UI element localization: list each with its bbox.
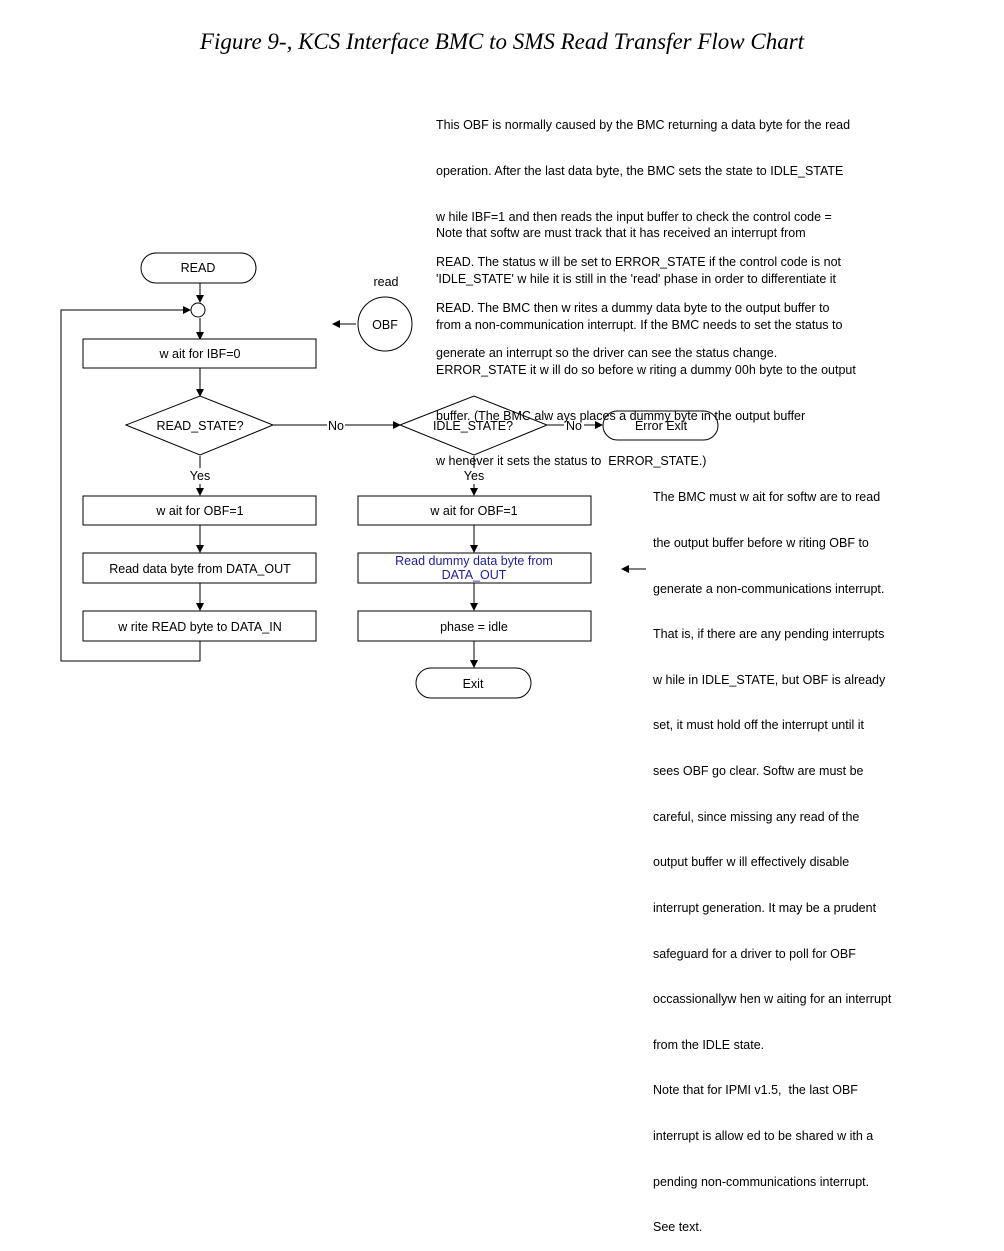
edge-loop-back <box>60 306 201 662</box>
obf-connector <box>357 296 413 352</box>
exit-label: Exit <box>463 677 484 691</box>
read-label: read <box>373 275 398 289</box>
note-line: Note that for IPMI v1.5, the last OBF <box>653 1083 858 1098</box>
note-line: READ. The BMC then w rites a dummy data … <box>436 300 830 315</box>
write-read-label: w rite READ byte to DATA_IN <box>117 620 281 634</box>
idle-state-label: IDLE_STATE? <box>433 419 513 433</box>
note-line: set, it must hold off the interrupt unti… <box>653 718 864 733</box>
note-line: pending non-communications interrupt. <box>653 1174 870 1189</box>
note-line: READ. The status w ill be set to ERROR_S… <box>436 255 842 270</box>
note-obf-cause: This OBF is normally caused by the BMC r… <box>436 88 850 377</box>
note-line: the output buffer before w riting OBF to <box>653 536 869 551</box>
note-line: ERROR_STATE it w ill do so before w riti… <box>436 363 856 378</box>
idle-state-diamond <box>398 395 549 456</box>
note-line: sees OBF go clear. Softw are must be <box>653 764 864 779</box>
read-state-label: READ_STATE? <box>156 419 243 433</box>
note-line: careful, since missing any read of the <box>653 809 860 824</box>
note-line: w henever it sets the status to ERROR_ST… <box>436 454 707 469</box>
wait-ibf-box <box>82 338 317 369</box>
note-software-tracking: Note that softw are must track that it h… <box>436 196 856 485</box>
error-exit-label: Error Exit <box>635 419 688 433</box>
note-line: The BMC must w ait for softw are to read <box>653 490 881 505</box>
read-dummy-box <box>357 552 592 584</box>
wait-obf-left-box <box>82 495 317 526</box>
note-line: This OBF is normally caused by the BMC r… <box>436 118 851 133</box>
figure-title: Figure 9-, KCS Interface BMC to SMS Read… <box>199 29 805 54</box>
note-line: operation. After the last data byte, the… <box>436 164 844 179</box>
start-terminator <box>140 252 257 284</box>
note-line: output buffer w ill effectively disable <box>653 855 850 870</box>
no-label-1: No <box>328 419 344 433</box>
yes-label-1: Yes <box>190 469 210 483</box>
note-bmc-wait: The BMC must w ait for softw are to read… <box>653 460 891 1251</box>
note-line: That is, if there are any pending interr… <box>653 627 885 642</box>
exit-terminator <box>415 667 532 699</box>
read-data-box <box>82 552 317 584</box>
flow-chart: READ read OBF w ait for IBF=0 READ_STATE… <box>60 252 719 699</box>
read-dummy-label-line2: DATA_OUT <box>442 568 507 582</box>
note-line: generate a non-communications interrupt. <box>653 581 885 596</box>
note-line: w hile in IDLE_STATE, but OBF is already <box>653 672 886 687</box>
note-line: 'IDLE_STATE' w hile it is still in the '… <box>436 272 837 287</box>
read-data-label: Read data byte from DATA_OUT <box>109 562 291 576</box>
note-line: generate an interrupt so the driver can … <box>436 346 778 361</box>
note-line: from the IDLE state. <box>653 1037 765 1052</box>
wait-obf-right-box <box>357 495 592 526</box>
no-label-2: No <box>566 419 582 433</box>
wait-ibf-label: w ait for IBF=0 <box>159 347 241 361</box>
note-line: w hile IBF=1 and then reads the input bu… <box>436 209 832 224</box>
wait-obf-right-label: w ait for OBF=1 <box>429 504 517 518</box>
phase-idle-box <box>357 610 592 642</box>
note-line: buffer. (The BMC alw ays places a dummy … <box>436 408 806 423</box>
phase-idle-label: phase = idle <box>440 620 508 634</box>
read-state-diamond <box>124 395 275 456</box>
note-line: from a non-communication interrupt. If t… <box>436 317 843 332</box>
yes-label-2: Yes <box>464 469 484 483</box>
note-line: See text. <box>653 1220 703 1235</box>
start-label: READ <box>181 261 216 275</box>
note-line: Note that softw are must track that it h… <box>436 226 806 241</box>
obf-label: OBF <box>372 318 398 332</box>
note-line: safeguard for a driver to poll for OBF <box>653 946 856 961</box>
junction-circle <box>190 302 206 318</box>
write-read-box <box>82 610 317 642</box>
read-dummy-label-line1: Read dummy data byte from <box>395 554 553 568</box>
note-line: interrupt is allow ed to be shared w ith… <box>653 1128 874 1143</box>
error-exit-terminator <box>602 410 719 441</box>
wait-obf-left-label: w ait for OBF=1 <box>155 504 243 518</box>
note-line: interrupt generation. It may be a pruden… <box>653 900 877 915</box>
note-line: occassionallyw hen w aiting for an inter… <box>653 992 892 1007</box>
